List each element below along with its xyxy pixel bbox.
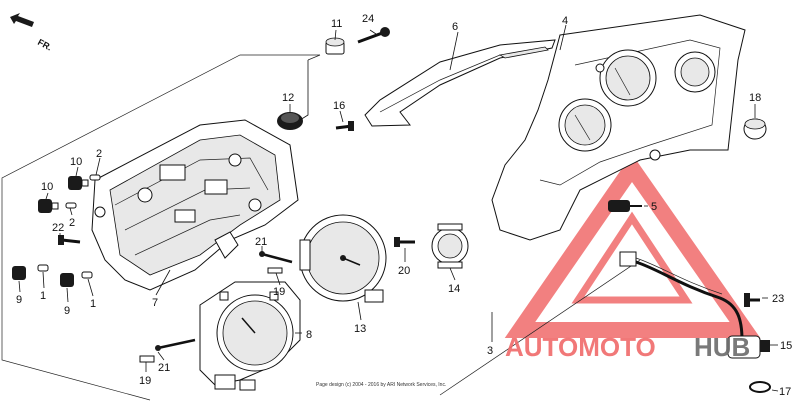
- o-ring-part-17: [749, 381, 771, 393]
- wire-harness: [619, 251, 744, 341]
- screw-part-24: [357, 27, 390, 44]
- callout-6: 6: [452, 21, 458, 33]
- copyright-notice: Page design (c) 2004 - 2016 by ARI Netwo…: [316, 382, 446, 388]
- tachometer-part-8: [199, 281, 301, 391]
- socket-part-5: [608, 200, 642, 212]
- meter-case-part-4: [491, 14, 746, 241]
- callout-2-lower: 2: [69, 217, 75, 229]
- grommet-part-12: [277, 112, 303, 130]
- meter-cover-part-6: [364, 39, 556, 127]
- direction-arrow-icon: [10, 13, 34, 27]
- callout-24: 24: [362, 13, 374, 25]
- callout-15: 15: [780, 340, 792, 352]
- watermark-part1: AUTOMOTO: [505, 332, 656, 362]
- callout-23: 23: [772, 293, 784, 305]
- washer-part-19-upper: [267, 267, 283, 274]
- direction-label: FR.: [36, 37, 53, 53]
- callout-12: 12: [282, 92, 294, 104]
- screw-part-22: [58, 235, 81, 245]
- watermark-part2: HUB: [694, 332, 750, 362]
- callout-1-right: 1: [90, 298, 96, 310]
- bulb-socket-part-9-right: [60, 273, 74, 287]
- callout-16: 16: [333, 100, 345, 112]
- screw-part-21-upper: [259, 251, 293, 264]
- callout-21-upper: 21: [255, 236, 267, 248]
- callout-10-lower: 10: [41, 181, 53, 193]
- callout-7: 7: [152, 297, 158, 309]
- callout-13: 13: [354, 323, 366, 335]
- sensor-part-15: [727, 335, 770, 359]
- callout-4: 4: [562, 15, 568, 27]
- callout-14: 14: [448, 283, 460, 295]
- callout-2-upper: 2: [96, 148, 102, 160]
- collar-part-11: [325, 37, 345, 55]
- watermark: [504, 153, 761, 338]
- meter-base-part-7: [91, 119, 299, 291]
- callout-10-upper: 10: [70, 156, 82, 168]
- cap-part-18: [743, 118, 767, 140]
- callout-3: 3: [487, 345, 493, 357]
- gauge-part-14: [431, 223, 469, 269]
- bulb-part-1-left: [37, 264, 49, 272]
- bulb-socket-part-10-upper: [68, 176, 89, 190]
- watermark-text: AUTOMOTO HUB: [505, 332, 750, 362]
- screw-part-16: [335, 121, 354, 131]
- callout-8: 8: [306, 329, 312, 341]
- bulb-part-2-upper: [89, 174, 101, 181]
- callout-5: 5: [651, 201, 657, 213]
- callout-1-left: 1: [40, 290, 46, 302]
- bulb-socket-part-9-left: [12, 266, 26, 280]
- washer-part-19-lower: [139, 355, 155, 363]
- callout-9-right: 9: [64, 305, 70, 317]
- speedometer-part-13: [299, 214, 387, 303]
- bulb-part-1-right: [81, 271, 93, 279]
- callout-17: 17: [779, 386, 791, 398]
- callout-22: 22: [52, 222, 64, 234]
- bulb-part-2-lower: [65, 202, 77, 209]
- callout-20: 20: [398, 265, 410, 277]
- callout-9-left: 9: [16, 294, 22, 306]
- callout-19-upper: 19: [273, 286, 285, 298]
- bulb-socket-part-10-lower: [38, 199, 59, 213]
- assembly-frame: [1, 54, 641, 401]
- leader-lines: [18, 24, 779, 392]
- screw-part-20: [394, 237, 415, 247]
- callout-21-lower: 21: [158, 362, 170, 374]
- callout-19-lower: 19: [139, 375, 151, 387]
- callout-labels: 11 24 6 4 12 16 18 10 2 10 2 22 5 21 20 …: [16, 13, 792, 398]
- bolt-part-23: [744, 293, 760, 307]
- callout-18: 18: [749, 92, 761, 104]
- callout-11: 11: [331, 18, 342, 30]
- screw-part-21-lower: [155, 338, 196, 351]
- front-direction-indicator: FR.: [10, 13, 54, 53]
